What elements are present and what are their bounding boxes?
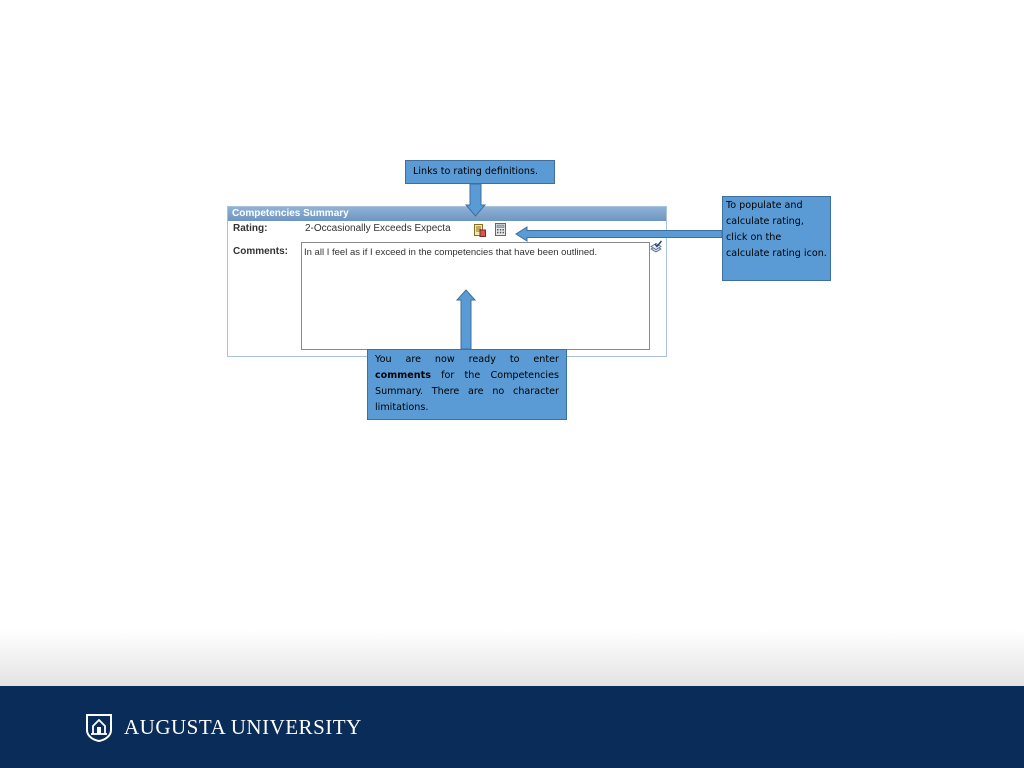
rating-label: Rating: [233,223,268,234]
callout-rating-definitions: Links to rating definitions. [405,160,555,184]
university-seal-icon [86,714,112,743]
comments-label: Comments: [233,246,289,257]
callout-comments-text-1: You are now ready to enter [375,354,559,365]
callout-comments-bold: comments [375,370,431,381]
university-name: AUGUSTA UNIVERSITY [124,715,362,739]
panel-title: Competencies Summary [228,207,666,221]
document-list-icon[interactable] [474,224,486,237]
calculator-icon[interactable] [495,223,507,236]
footer-bar: AUGUSTA UNIVERSITY [0,686,1024,768]
footer-fade [0,630,1024,686]
callout-calculate-rating: To populate and calculate rating, click … [722,196,831,281]
callout-comments: You are now ready to enter comments for … [367,349,567,420]
rating-value: 2-Occasionally Exceeds Expecta [305,223,451,234]
comments-textarea[interactable]: In all I feel as if I exceed in the comp… [301,242,650,350]
spell-check-icon[interactable] [649,240,663,253]
competencies-summary-panel: Competencies Summary Rating: 2-Occasiona… [227,206,667,357]
callout-comments-text-2: for the Competencies Summary. There are … [375,370,559,413]
